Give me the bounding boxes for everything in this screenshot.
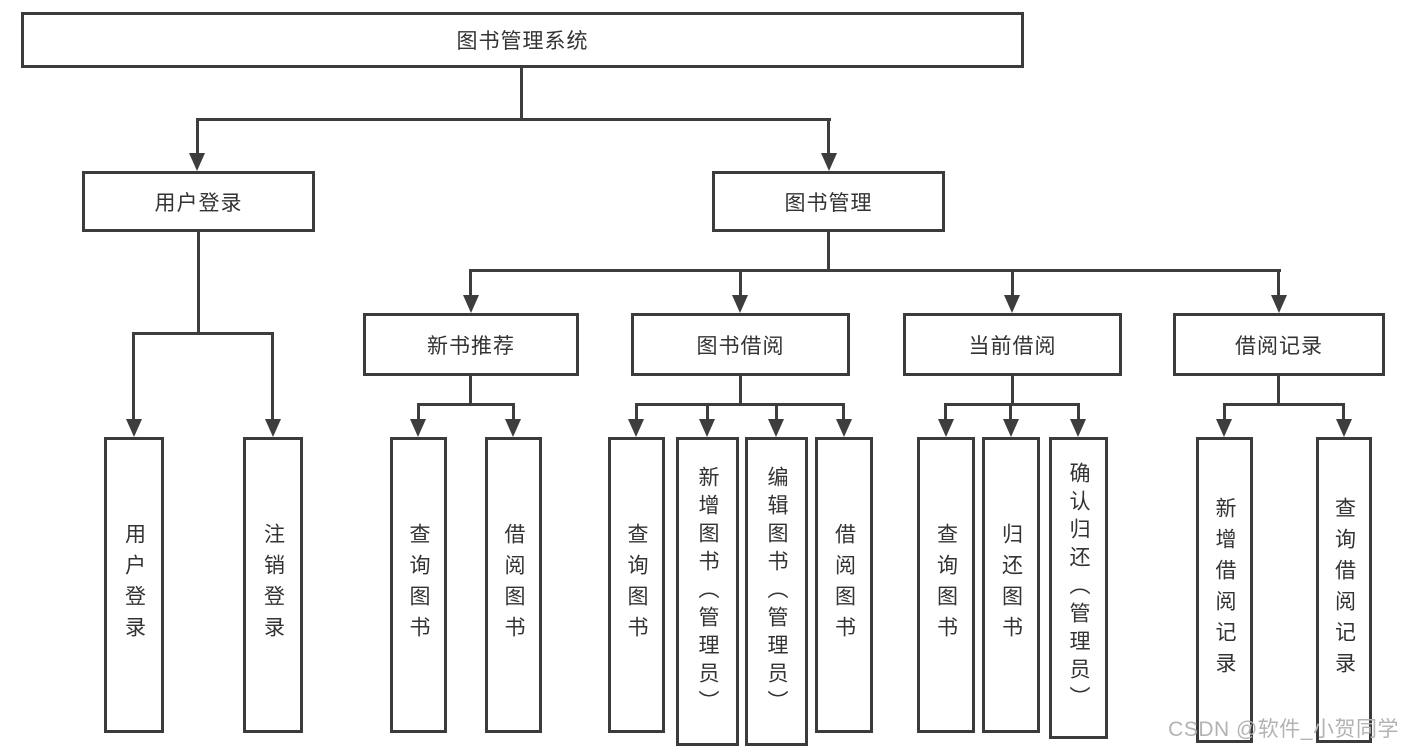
leaf-rec-query-books: 查询图书: [390, 437, 447, 733]
arrow-to-user-login: [189, 153, 205, 171]
leaf-cur-confirm-return-admin-label: 确认归还（管理员）: [1067, 462, 1090, 714]
leaf-logout: 注销登录: [243, 437, 303, 733]
node-book-borrow: 图书借阅: [631, 313, 850, 376]
arrow-to-new-book-recommend: [463, 295, 479, 313]
node-current-borrow-label: 当前借阅: [968, 334, 1057, 358]
node-user-login-label: 用户登录: [154, 191, 243, 215]
leaf-cur-return-books-label: 归还图书: [999, 523, 1023, 647]
node-borrow-records-label: 借阅记录: [1235, 334, 1323, 358]
arrow-to-cur-return-books: [1003, 419, 1019, 437]
node-book-management: 图书管理: [712, 171, 945, 232]
leaf-rec-borrow-books: 借阅图书: [485, 437, 542, 733]
arrow-to-bor-edit-books: [768, 419, 784, 437]
arrow-to-rec-query-books: [410, 419, 426, 437]
leaf-logout-label: 注销登录: [261, 523, 285, 647]
leaf-cur-return-books: 归还图书: [982, 437, 1040, 733]
arrow-to-rec-borrow-books: [505, 419, 521, 437]
node-new-book-recommend: 新书推荐: [363, 313, 579, 376]
leaf-user-login-label: 用户登录: [122, 523, 146, 647]
leaf-bor-add-books-admin-label: 新增图书（管理员）: [696, 465, 719, 718]
leaf-bor-query-books: 查询图书: [608, 437, 665, 733]
leaf-cur-query-books: 查询图书: [917, 437, 975, 733]
arrow-to-book-borrow: [732, 295, 748, 313]
arrow-to-book-management: [821, 153, 837, 171]
arrow-to-query-borrow-record: [1336, 419, 1352, 437]
leaf-rec-borrow-books-label: 借阅图书: [502, 523, 525, 647]
arrow-to-bor-query-books: [628, 419, 644, 437]
leaf-bor-add-books-admin: 新增图书（管理员）: [676, 437, 739, 746]
leaf-bor-borrow-books-label: 借阅图书: [832, 523, 856, 647]
watermark: CSDN @软件_小贺同学: [1168, 718, 1399, 741]
leaf-bor-borrow-books: 借阅图书: [815, 437, 873, 733]
arrow-to-leaf-user-login: [126, 419, 142, 437]
leaf-query-borrow-record: 查询借阅记录: [1316, 437, 1372, 743]
node-borrow-records: 借阅记录: [1173, 313, 1385, 376]
leaf-user-login: 用户登录: [104, 437, 164, 733]
node-library-system: 图书管理系统: [21, 12, 1024, 68]
leaf-bor-edit-books-admin: 编辑图书（管理员）: [745, 437, 808, 746]
node-book-management-label: 图书管理: [784, 191, 873, 215]
leaf-bor-edit-books-admin-label: 编辑图书（管理员）: [765, 465, 788, 718]
node-library-system-label: 图书管理系统: [456, 30, 589, 53]
node-new-book-recommend-label: 新书推荐: [427, 334, 515, 358]
node-user-login: 用户登录: [82, 171, 315, 232]
leaf-bor-query-books-label: 查询图书: [625, 523, 648, 647]
arrow-to-bor-add-books: [699, 419, 715, 437]
leaf-cur-confirm-return-admin: 确认归还（管理员）: [1049, 437, 1108, 739]
leaf-query-borrow-record-label: 查询借阅记录: [1332, 497, 1356, 683]
leaf-cur-query-books-label: 查询图书: [934, 523, 958, 647]
arrow-to-current-borrow: [1004, 295, 1020, 313]
leaf-rec-query-books-label: 查询图书: [407, 523, 430, 647]
node-current-borrow: 当前借阅: [903, 313, 1122, 376]
leaf-add-borrow-record-label: 新增借阅记录: [1213, 497, 1236, 683]
arrow-to-add-borrow-record: [1216, 419, 1232, 437]
arrow-to-cur-confirm-return: [1070, 419, 1086, 437]
arrow-to-cur-query-books: [938, 419, 954, 437]
node-book-borrow-label: 图书借阅: [696, 334, 785, 358]
arrow-to-leaf-logout: [265, 419, 281, 437]
leaf-add-borrow-record: 新增借阅记录: [1196, 437, 1253, 743]
arrow-to-borrow-records: [1271, 295, 1287, 313]
arrow-to-bor-borrow-books: [836, 419, 852, 437]
